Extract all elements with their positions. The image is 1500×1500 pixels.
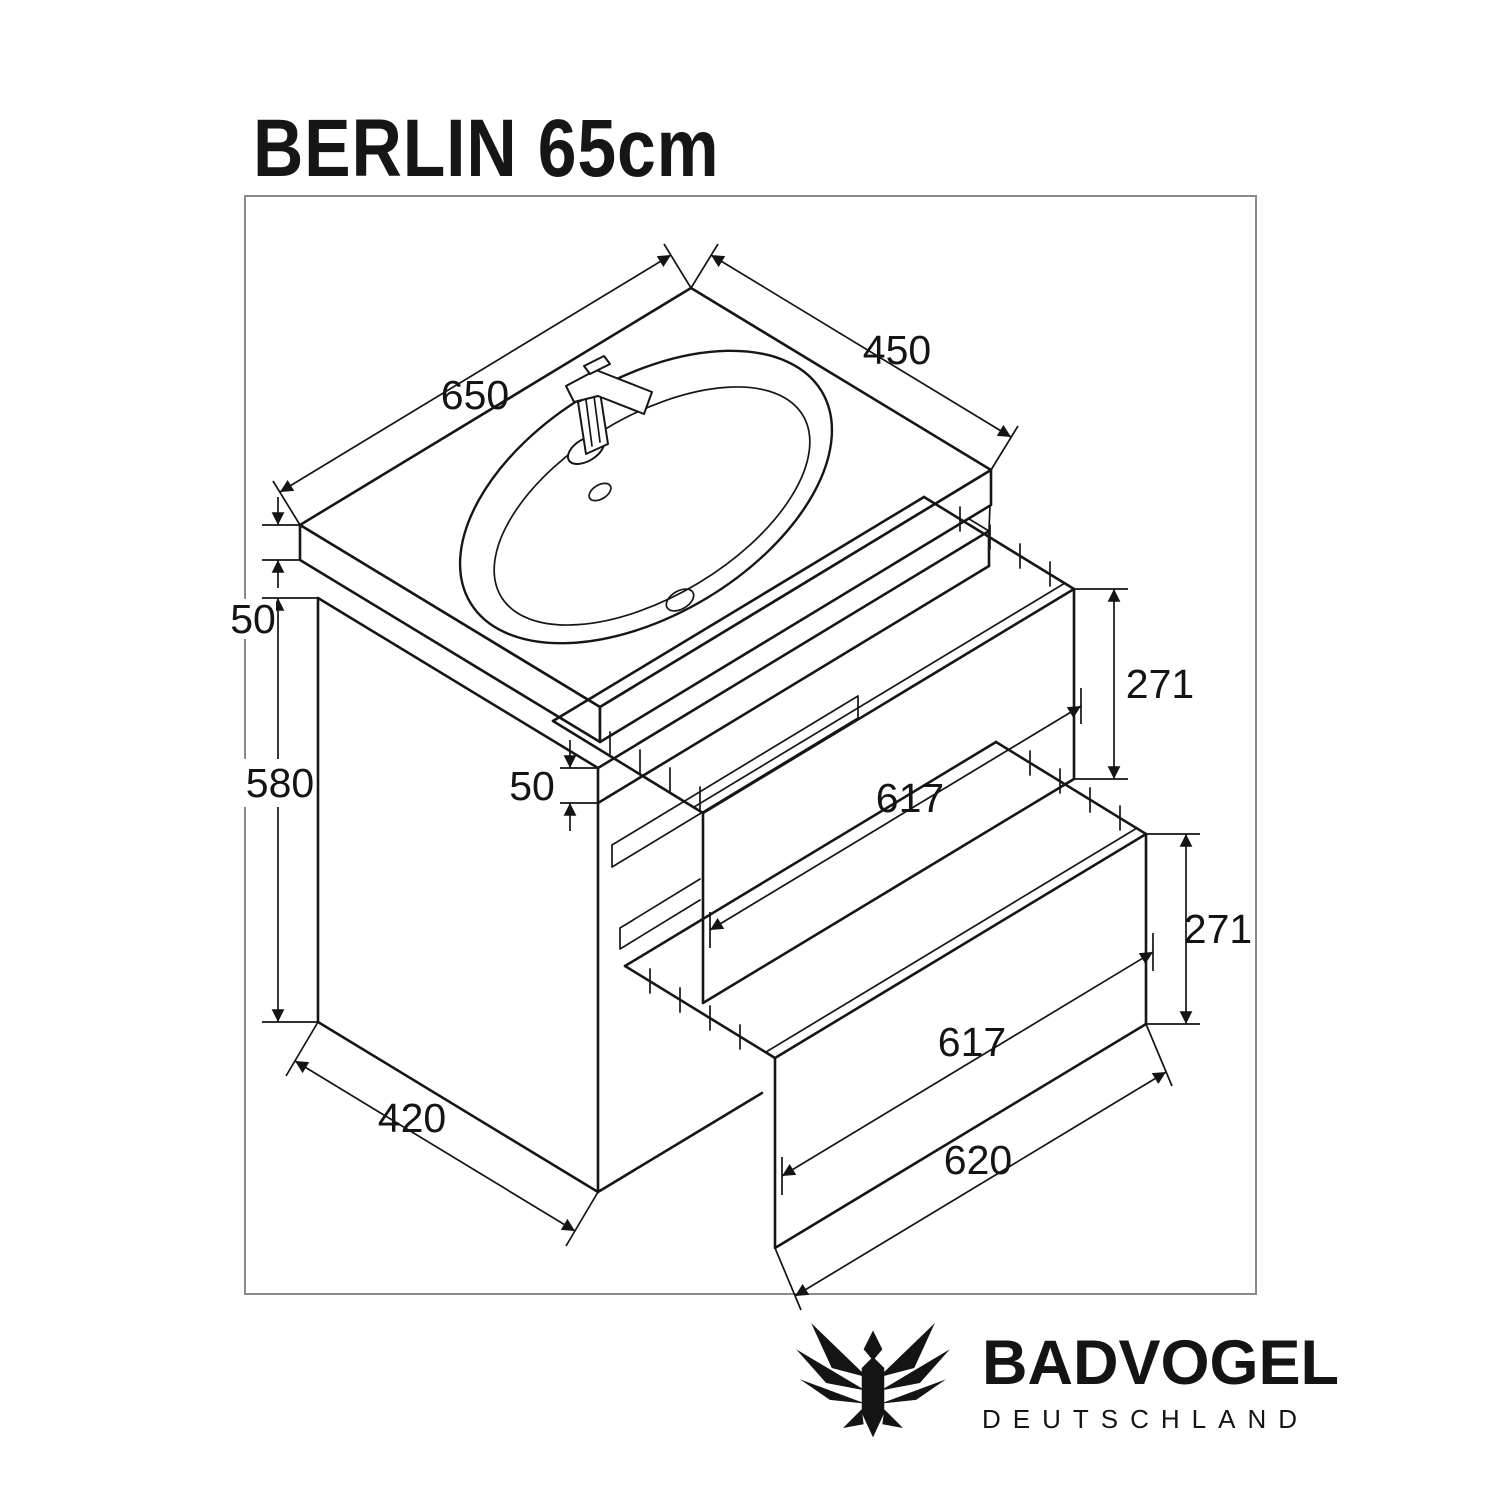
brand-logo: BADVOGEL DEUTSCHLAND bbox=[788, 1308, 1339, 1458]
dimension-apron-height: 50 bbox=[506, 740, 598, 831]
dimension-basin-depth: 450 bbox=[690, 243, 1019, 471]
drawer-slide-hatching bbox=[959, 506, 1051, 587]
dimension-bottom-drawer-width: 617 bbox=[781, 933, 1154, 1195]
dim-label-basin-width: 650 bbox=[441, 372, 509, 418]
dimension-basin-thickness: 50 bbox=[230, 497, 300, 642]
dim-label-apron-height: 50 bbox=[509, 763, 555, 809]
brand-country: DEUTSCHLAND bbox=[982, 1403, 1310, 1434]
drain-hole bbox=[665, 588, 695, 612]
drawer-slide-hatching bbox=[609, 731, 701, 812]
dim-label-top-drawer-height: 271 bbox=[1126, 661, 1194, 707]
dim-label-bottom-drawer-width: 617 bbox=[938, 1019, 1006, 1065]
dim-label-top-drawer-width: 617 bbox=[876, 775, 944, 821]
dim-label-bottom-width: 620 bbox=[944, 1137, 1012, 1183]
brand-name: BADVOGEL bbox=[982, 1327, 1340, 1398]
page-title: BERLIN 65cm bbox=[253, 103, 720, 194]
dimension-cabinet-depth: 420 bbox=[285, 1021, 599, 1247]
drawer-slide-hatching bbox=[649, 968, 741, 1050]
dimension-bottom-width: 620 bbox=[774, 1023, 1173, 1311]
dimension-bottom-drawer-height: 271 bbox=[1146, 833, 1252, 1025]
dimension-basin-width: 650 bbox=[272, 243, 692, 526]
badvogel-bird-icon bbox=[796, 1323, 950, 1438]
dimension-cabinet-height: 580 bbox=[244, 597, 318, 1023]
dim-label-cabinet-height: 580 bbox=[246, 760, 314, 806]
dimension-top-drawer-width: 617 bbox=[709, 688, 1082, 948]
drawing-frame bbox=[244, 195, 1257, 1295]
dim-label-basin-thickness: 50 bbox=[230, 596, 276, 642]
brand-logo-text: BADVOGEL DEUTSCHLAND bbox=[982, 1327, 1340, 1435]
dim-label-bottom-drawer-height: 271 bbox=[1184, 906, 1252, 952]
dim-label-basin-depth: 450 bbox=[863, 327, 931, 373]
dimension-top-drawer-height: 271 bbox=[1074, 588, 1194, 780]
dim-label-cabinet-depth: 420 bbox=[378, 1095, 446, 1141]
